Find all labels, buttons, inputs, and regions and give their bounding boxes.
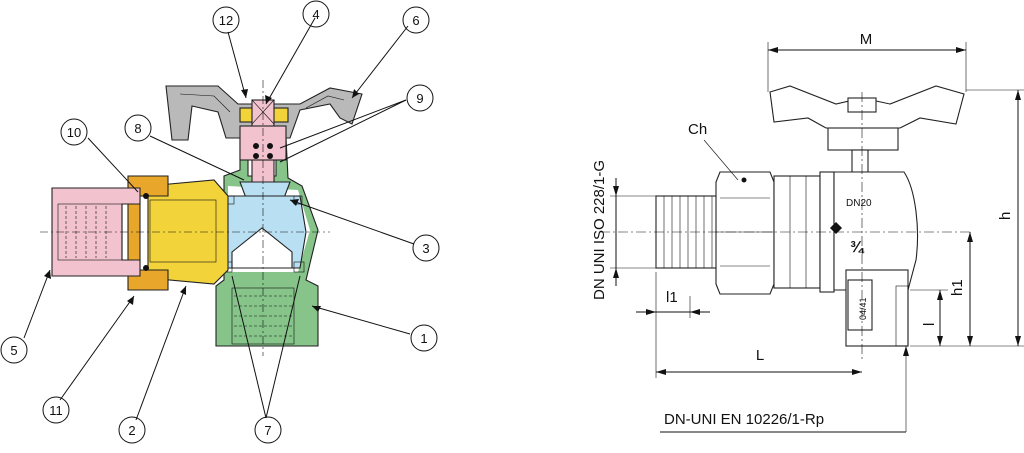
section-view: 12 4 6 9 8 10 3 1: [0, 0, 440, 444]
svg-text:4: 4: [312, 7, 319, 22]
callout-6: 6: [402, 6, 430, 34]
dim-h1: h1: [949, 279, 966, 296]
callout-3: 3: [412, 234, 440, 262]
dim-h: h: [997, 212, 1014, 220]
o-ring: [253, 143, 259, 149]
svg-text:12: 12: [219, 13, 233, 28]
valve-main-body: [833, 171, 918, 291]
external-view: DN20 ¾ 04/41 M Ch DN UNI ISO 228/1-G l1: [591, 31, 1024, 433]
svg-text:5: 5: [10, 343, 17, 358]
body-date-marking: 04/41: [858, 297, 868, 320]
callout-10: 10: [60, 118, 88, 146]
callout-8: 8: [124, 114, 152, 142]
body-dn-marking: DN20: [846, 198, 872, 209]
dim-L: L: [756, 347, 764, 364]
svg-text:3: 3: [422, 241, 429, 256]
body-size-marking: ¾: [850, 239, 865, 256]
dim-l: l: [921, 323, 938, 326]
callout-11: 11: [42, 396, 70, 424]
svg-text:6: 6: [412, 13, 419, 28]
standard-female-thread: DN-UNI EN 10226/1-Rp: [664, 411, 824, 428]
seal-lower-right: [293, 261, 305, 273]
callout-2: 2: [118, 416, 146, 444]
dim-M: M: [860, 31, 873, 48]
callout-7: 7: [254, 416, 282, 444]
hex-nut: [715, 171, 775, 295]
callout-1: 1: [410, 324, 438, 352]
standard-male-thread: DN UNI ISO 228/1-G: [591, 160, 608, 300]
svg-text:9: 9: [416, 91, 423, 106]
callout-4: 4: [302, 0, 330, 28]
svg-text:1: 1: [420, 331, 427, 346]
svg-text:10: 10: [67, 125, 81, 140]
dim-l1: l1: [666, 289, 678, 306]
svg-text:8: 8: [134, 121, 141, 136]
svg-text:2: 2: [128, 423, 135, 438]
callout-5: 5: [0, 336, 28, 364]
svg-text:7: 7: [264, 423, 271, 438]
callout-9: 9: [406, 84, 434, 112]
brand-logo-icon: [830, 222, 842, 234]
callout-12: 12: [212, 6, 240, 34]
svg-text:11: 11: [49, 403, 63, 418]
dim-Ch: Ch: [688, 121, 707, 138]
